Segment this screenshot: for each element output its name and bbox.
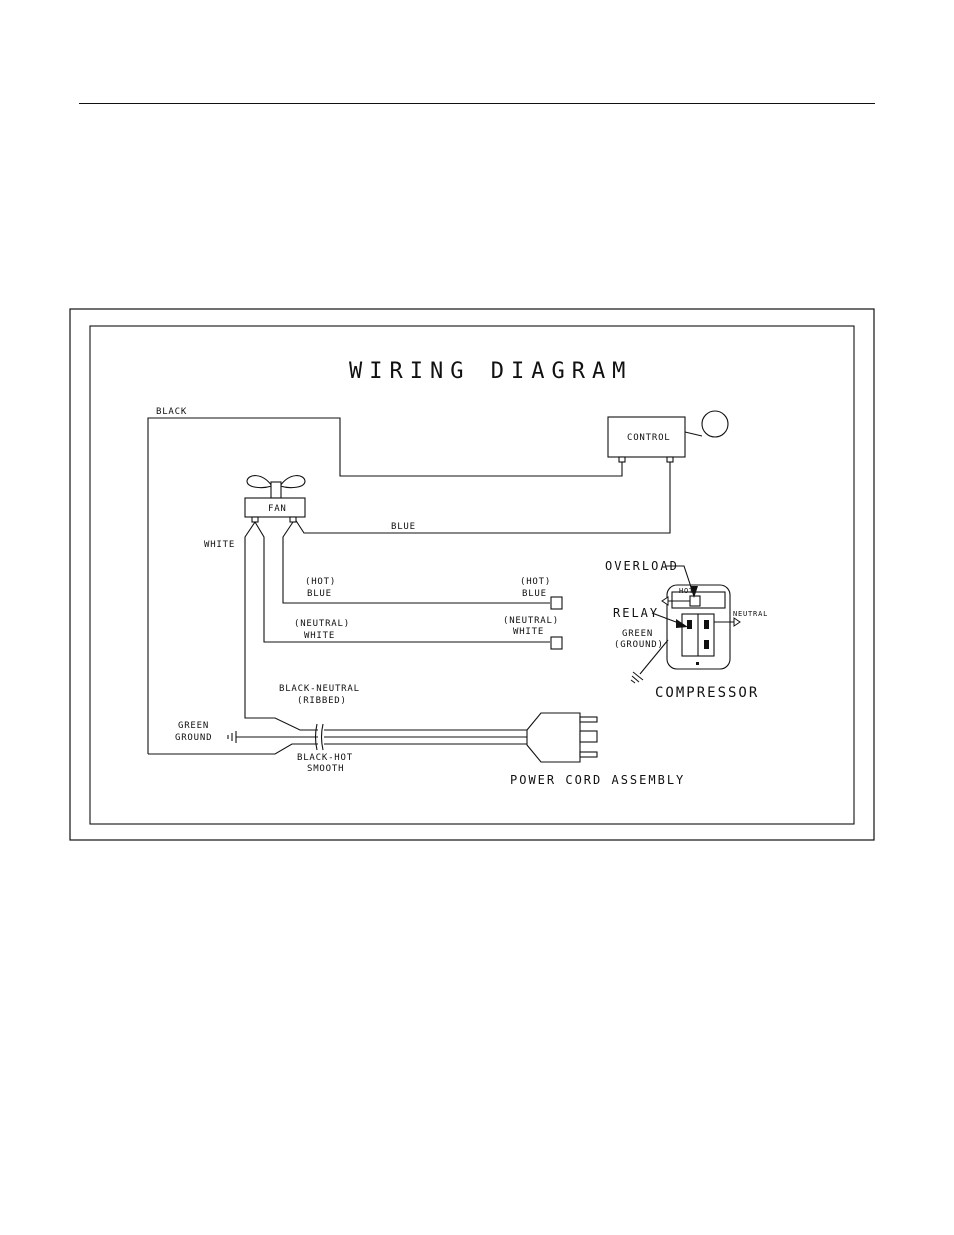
control-sensor-lead [684, 431, 703, 437]
thermostat-bulb-icon [701, 410, 729, 438]
hot-blue-lead [282, 521, 550, 604]
white-wire [244, 521, 318, 731]
black-wire-label: BLACK [156, 407, 187, 417]
outer-frame [69, 308, 875, 841]
white-wire-label: WHITE [204, 540, 235, 550]
black-neutral-label-2: (RIBBED) [297, 696, 347, 706]
hot-blue-label-right-1: (HOT) [520, 577, 551, 587]
comp-ground-label-2: (GROUND) [614, 640, 664, 650]
header-rule [79, 103, 875, 104]
comp-ground-icon [630, 671, 644, 684]
overload-arrow-icon [690, 586, 698, 598]
hot-blue-label-left-1: (HOT) [305, 577, 336, 587]
comp-neutral-label: NEUTRAL [733, 610, 768, 618]
cord-ground-label-1: GREEN [178, 721, 209, 731]
power-cord-cables [148, 723, 527, 755]
inner-frame [89, 325, 855, 825]
fan-blade-icon [246, 475, 306, 499]
comp-ground-label-1: GREEN [622, 629, 653, 639]
overload-label: OVERLOAD [605, 559, 679, 573]
fan-terminal-left [251, 516, 259, 523]
black-wire [147, 417, 623, 754]
neutral-white-connector [550, 636, 563, 650]
hot-blue-label-right-2: BLUE [522, 589, 547, 599]
blue-wire-label: BLUE [391, 522, 416, 532]
fan-label: FAN [268, 504, 287, 514]
power-cord-label: POWER CORD ASSEMBLY [510, 773, 685, 787]
black-hot-label-1: BLACK-HOT [297, 753, 353, 763]
comp-hot-terminal-icon [661, 596, 669, 606]
power-plug-icon [526, 712, 598, 763]
comp-neutral-terminal-icon [733, 617, 741, 627]
control-terminal-2 [666, 456, 674, 463]
relay-label: RELAY [613, 606, 659, 620]
neutral-white-label-right-1: (NEUTRAL) [503, 616, 559, 626]
fan-terminal-right [289, 516, 297, 523]
compressor-icon [666, 584, 731, 670]
control-terminal-1 [618, 456, 626, 463]
comp-ground-lead [639, 639, 669, 675]
hot-blue-label-left-2: BLUE [307, 589, 332, 599]
blue-wire [292, 462, 671, 534]
black-hot-label-2: SMOOTH [307, 764, 344, 774]
compressor-label: COMPRESSOR [655, 685, 759, 701]
cord-ground-icon [227, 731, 237, 743]
neutral-white-label-left-1: (NEUTRAL) [294, 619, 350, 629]
comp-hot-label: HOT [679, 587, 694, 595]
cord-ground-label-2: GROUND [175, 733, 212, 743]
diagram-title: WIRING DIAGRAM [349, 359, 632, 384]
neutral-white-lead [254, 521, 550, 643]
fan-motor-box [244, 497, 306, 518]
neutral-white-label-left-2: WHITE [304, 631, 335, 641]
control-label: CONTROL [627, 433, 671, 443]
neutral-white-label-right-2: WHITE [513, 627, 544, 637]
black-neutral-label-1: BLACK-NEUTRAL [279, 684, 360, 694]
hot-blue-connector [550, 596, 563, 610]
relay-arrow-icon [676, 619, 688, 628]
control-box [607, 416, 686, 458]
